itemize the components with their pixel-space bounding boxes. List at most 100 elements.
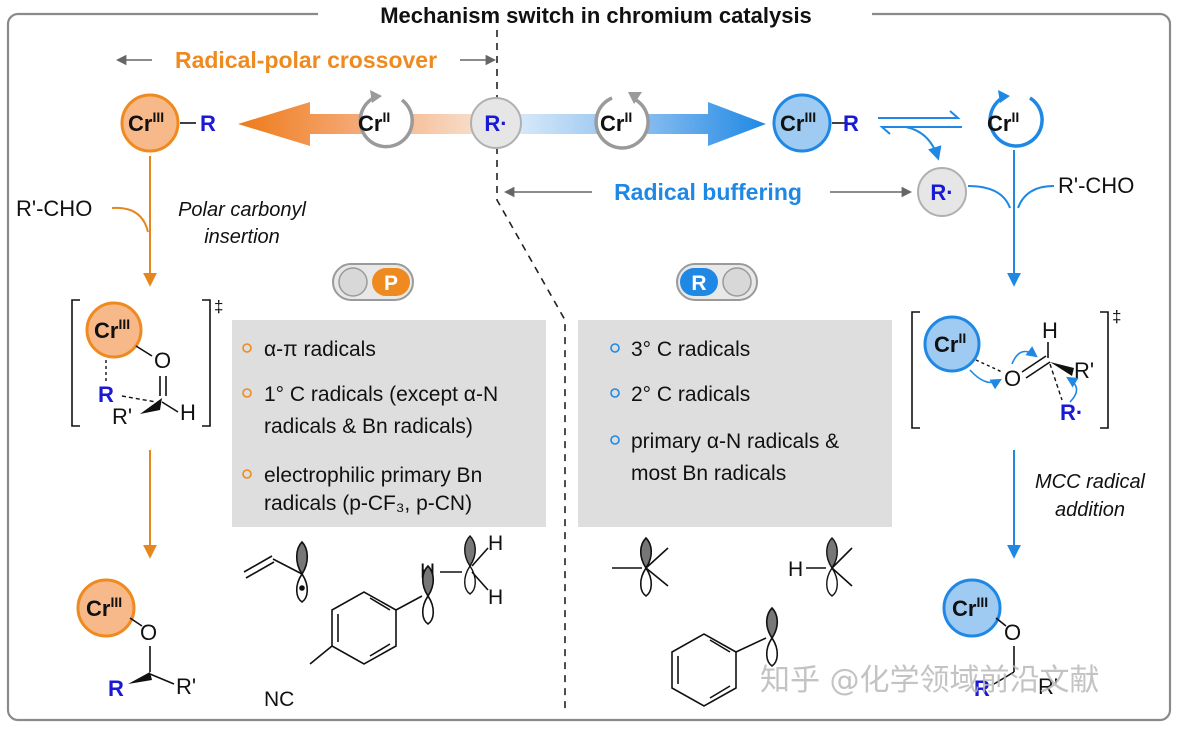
left-list-item-1: α-π radicals: [264, 338, 376, 361]
right-bullet: [610, 343, 620, 353]
svg-text:CrIII: CrIII: [128, 109, 164, 136]
left-list-item-3b: radicals (p-CF₃, p-CN): [264, 492, 472, 515]
toggle-r: R: [676, 263, 758, 301]
ox-label: II: [382, 109, 390, 125]
r-prime-label: R': [112, 404, 132, 429]
right-transition-state: ‡ CrII O H R' R·: [911, 307, 1121, 429]
left-product: CrIII O R R': [76, 578, 196, 701]
cr-label: Cr: [600, 111, 625, 136]
cr-label: Cr: [987, 111, 1012, 136]
svg-text:CrII: CrII: [987, 109, 1019, 136]
radical-merge-curve: [967, 185, 1011, 209]
ox-label: II: [958, 330, 966, 346]
r-group-label: R: [108, 676, 124, 701]
right-list-item-1: 3° C radicals: [631, 338, 750, 361]
cyano-benzyl-radical-sketch: [309, 564, 435, 665]
right-reagent-label: R'-CHO: [1058, 173, 1134, 198]
h-label: H: [180, 400, 196, 425]
svg-text:CrIII: CrIII: [780, 109, 816, 136]
svg-text:CrIII: CrIII: [94, 316, 130, 343]
left-reagent-label: R'-CHO: [16, 196, 92, 221]
radical-label: R·: [930, 180, 953, 205]
svg-text:CrII: CrII: [358, 109, 390, 136]
ox-label: II: [624, 109, 632, 125]
radical-center: R·: [470, 97, 522, 149]
right-step-label-2: addition: [1055, 499, 1125, 521]
svg-text:CrII: CrII: [934, 330, 966, 357]
cr2-cycle-left: CrII: [358, 90, 414, 149]
h-label: H: [488, 532, 503, 555]
cr3-circle: [120, 93, 180, 153]
right-list-item-3b: most Bn radicals: [631, 462, 786, 485]
svg-text:CrIII: CrIII: [86, 594, 122, 621]
o-label: O: [154, 348, 171, 373]
ox-label: III: [110, 594, 122, 610]
o-label: O: [140, 620, 157, 645]
left-big-arrow: [238, 102, 472, 146]
r-prime-label: R': [1074, 358, 1094, 383]
cr-label: Cr: [952, 596, 977, 621]
left-list-item-3a: electrophilic primary Bn: [264, 464, 482, 487]
cr-label: Cr: [86, 596, 111, 621]
left-banner-label: Radical-polar crossover: [175, 47, 437, 73]
dagger: ‡: [1112, 307, 1121, 326]
right-list-item-2: 2° C radicals: [631, 383, 750, 406]
right-bullet: [610, 435, 620, 445]
diagram-title: Mechanism switch in chromium catalysis: [380, 3, 812, 28]
right-bullet: [610, 388, 620, 398]
h-label: H: [488, 586, 503, 609]
left-step-label-1: Polar carbonyl: [178, 199, 306, 221]
left-bullet: [242, 388, 252, 398]
r-prime-label: R': [176, 674, 196, 699]
r-group-label: R: [843, 111, 859, 136]
left-bullet: [242, 343, 252, 353]
right-product: CrIII O R R': [942, 578, 1058, 701]
cr-label: Cr: [358, 111, 383, 136]
equilibrium-arrows: [878, 110, 962, 161]
toggle-p: P: [332, 263, 414, 301]
watermark: 知乎 @化学领域前沿文献: [760, 663, 1100, 698]
r-prime-label: R': [1038, 674, 1058, 699]
r-group-label: R: [200, 111, 216, 136]
toggle-r-letter: R: [691, 272, 706, 295]
right-step-label-1: MCC radical: [1035, 471, 1146, 493]
r-group-label: R: [98, 382, 114, 407]
cr3-r-right: CrIII R: [772, 93, 859, 153]
ox-label: II: [1011, 109, 1019, 125]
radical-label: R·: [1060, 400, 1083, 425]
ox-label: III: [152, 109, 164, 125]
benzyl-radical-sketch: [671, 606, 779, 707]
cr-label: Cr: [934, 332, 959, 357]
toggle-p-letter: P: [384, 272, 398, 295]
right-info-box: [578, 320, 892, 527]
right-banner-label: Radical buffering: [614, 179, 802, 205]
left-list-item-2a: 1° C radicals (except α-N: [264, 383, 498, 406]
svg-text:CrII: CrII: [600, 109, 632, 136]
left-reagent-curve: [111, 206, 149, 233]
left-step-label-2: insertion: [204, 226, 280, 248]
title-background: [318, 2, 872, 28]
cr-label: Cr: [94, 318, 119, 343]
left-bullet: [242, 469, 252, 479]
h-label: H: [788, 558, 803, 581]
ox-label: III: [976, 594, 988, 610]
cr2-cycle-blue: CrII: [987, 90, 1044, 148]
aldehyde-merge-curve: [1017, 185, 1055, 209]
radical-label: R·: [484, 111, 507, 136]
dagger: ‡: [214, 297, 223, 316]
ox-label: III: [118, 316, 130, 332]
methyl-radical-sketch: H H H: [420, 532, 503, 609]
cr-label: Cr: [780, 111, 805, 136]
cr-label: Cr: [128, 111, 153, 136]
o-label: O: [1004, 366, 1021, 391]
right-list-item-3a: primary α-N radicals &: [631, 430, 839, 453]
left-info-box: [232, 320, 546, 527]
radical-right: R·: [917, 167, 967, 217]
cr3-r-left: CrIII R: [120, 93, 216, 153]
allyl-radical-sketch: [243, 540, 309, 603]
cr2-cycle-right: CrII: [594, 92, 650, 150]
ox-label: III: [804, 109, 816, 125]
tertiary-radical-sketch: [612, 536, 669, 597]
left-list-item-2b: radicals & Bn radicals): [264, 415, 473, 438]
